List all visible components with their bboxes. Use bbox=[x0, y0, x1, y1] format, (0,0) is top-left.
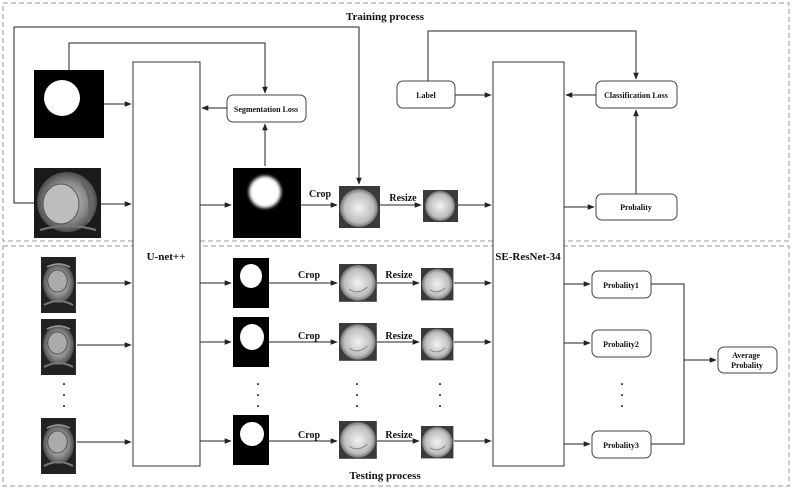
svg-text:·: · bbox=[438, 399, 442, 413]
average-probality-label: Average Probality bbox=[731, 351, 763, 370]
training-arrows bbox=[13, 26, 639, 210]
segmentation-loss-label: Segmentation Loss bbox=[234, 105, 298, 114]
ellipsis-dots: · · · · · · · · · · · · · · · bbox=[62, 377, 624, 413]
test-resize-label-3: Resize bbox=[385, 430, 413, 441]
test-mri-image-1 bbox=[40, 256, 77, 314]
probality1-label: Probality1 bbox=[603, 281, 639, 290]
training-title: Training process bbox=[346, 11, 425, 23]
test-crop-label-1: Crop bbox=[298, 270, 320, 281]
test-resize-label-2: Resize bbox=[385, 331, 413, 342]
svg-text:·: · bbox=[355, 399, 359, 413]
test-crop-image-3 bbox=[338, 420, 378, 460]
svg-text:·: · bbox=[620, 377, 624, 391]
svg-text:·: · bbox=[620, 399, 624, 413]
svg-text:·: · bbox=[438, 377, 442, 391]
test-crop-image-1 bbox=[338, 263, 378, 303]
average-probality-box bbox=[717, 346, 778, 374]
test-crop-label-3: Crop bbox=[298, 430, 320, 441]
svg-text:·: · bbox=[355, 388, 359, 402]
svg-text:·: · bbox=[256, 399, 260, 413]
test-crop-label-2: Crop bbox=[298, 331, 320, 342]
probality-label: Probality bbox=[620, 203, 652, 212]
test-resize-label-1: Resize bbox=[385, 270, 413, 281]
svg-text:·: · bbox=[256, 388, 260, 402]
svg-text:·: · bbox=[438, 388, 442, 402]
test-crop-image-2 bbox=[338, 322, 378, 362]
testing-region bbox=[2, 245, 790, 487]
gt-mask-image bbox=[34, 70, 104, 138]
testing-arrows bbox=[77, 280, 717, 447]
probality2-box bbox=[591, 329, 652, 358]
test-resize-image-3 bbox=[420, 425, 454, 459]
test-mask-image-2 bbox=[233, 317, 269, 367]
svg-text:·: · bbox=[62, 377, 66, 391]
unetpp-box bbox=[132, 61, 201, 467]
test-mask-image-1 bbox=[233, 258, 269, 308]
svg-text:·: · bbox=[620, 388, 624, 402]
svg-text:·: · bbox=[355, 377, 359, 391]
training-region bbox=[2, 2, 790, 242]
svg-text:·: · bbox=[256, 377, 260, 391]
unetpp-label: U-net++ bbox=[147, 251, 186, 263]
probality2-label: Probality2 bbox=[603, 340, 639, 349]
train-resize-label: Resize bbox=[389, 193, 417, 204]
train-resize-image bbox=[423, 190, 458, 222]
label-text: Label bbox=[416, 91, 436, 100]
svg-text:·: · bbox=[62, 388, 66, 402]
pred-mask-image bbox=[233, 168, 301, 238]
test-resize-image-2 bbox=[420, 327, 454, 361]
test-mri-image-2 bbox=[40, 318, 77, 376]
classification-loss-label: Classification Loss bbox=[604, 91, 668, 100]
test-mask-image-3 bbox=[233, 415, 269, 465]
seresnet-label: SE-ResNet-34 bbox=[495, 251, 561, 263]
test-resize-image-1 bbox=[420, 267, 454, 301]
seresnet-box bbox=[492, 61, 565, 467]
train-mri-image bbox=[34, 168, 101, 238]
probality3-label: Probality3 bbox=[603, 441, 639, 450]
svg-text:·: · bbox=[62, 399, 66, 413]
train-crop-label: Crop bbox=[309, 189, 331, 200]
testing-title: Testing process bbox=[349, 470, 421, 482]
test-mri-image-3 bbox=[40, 417, 77, 475]
train-crop-image bbox=[339, 186, 380, 228]
